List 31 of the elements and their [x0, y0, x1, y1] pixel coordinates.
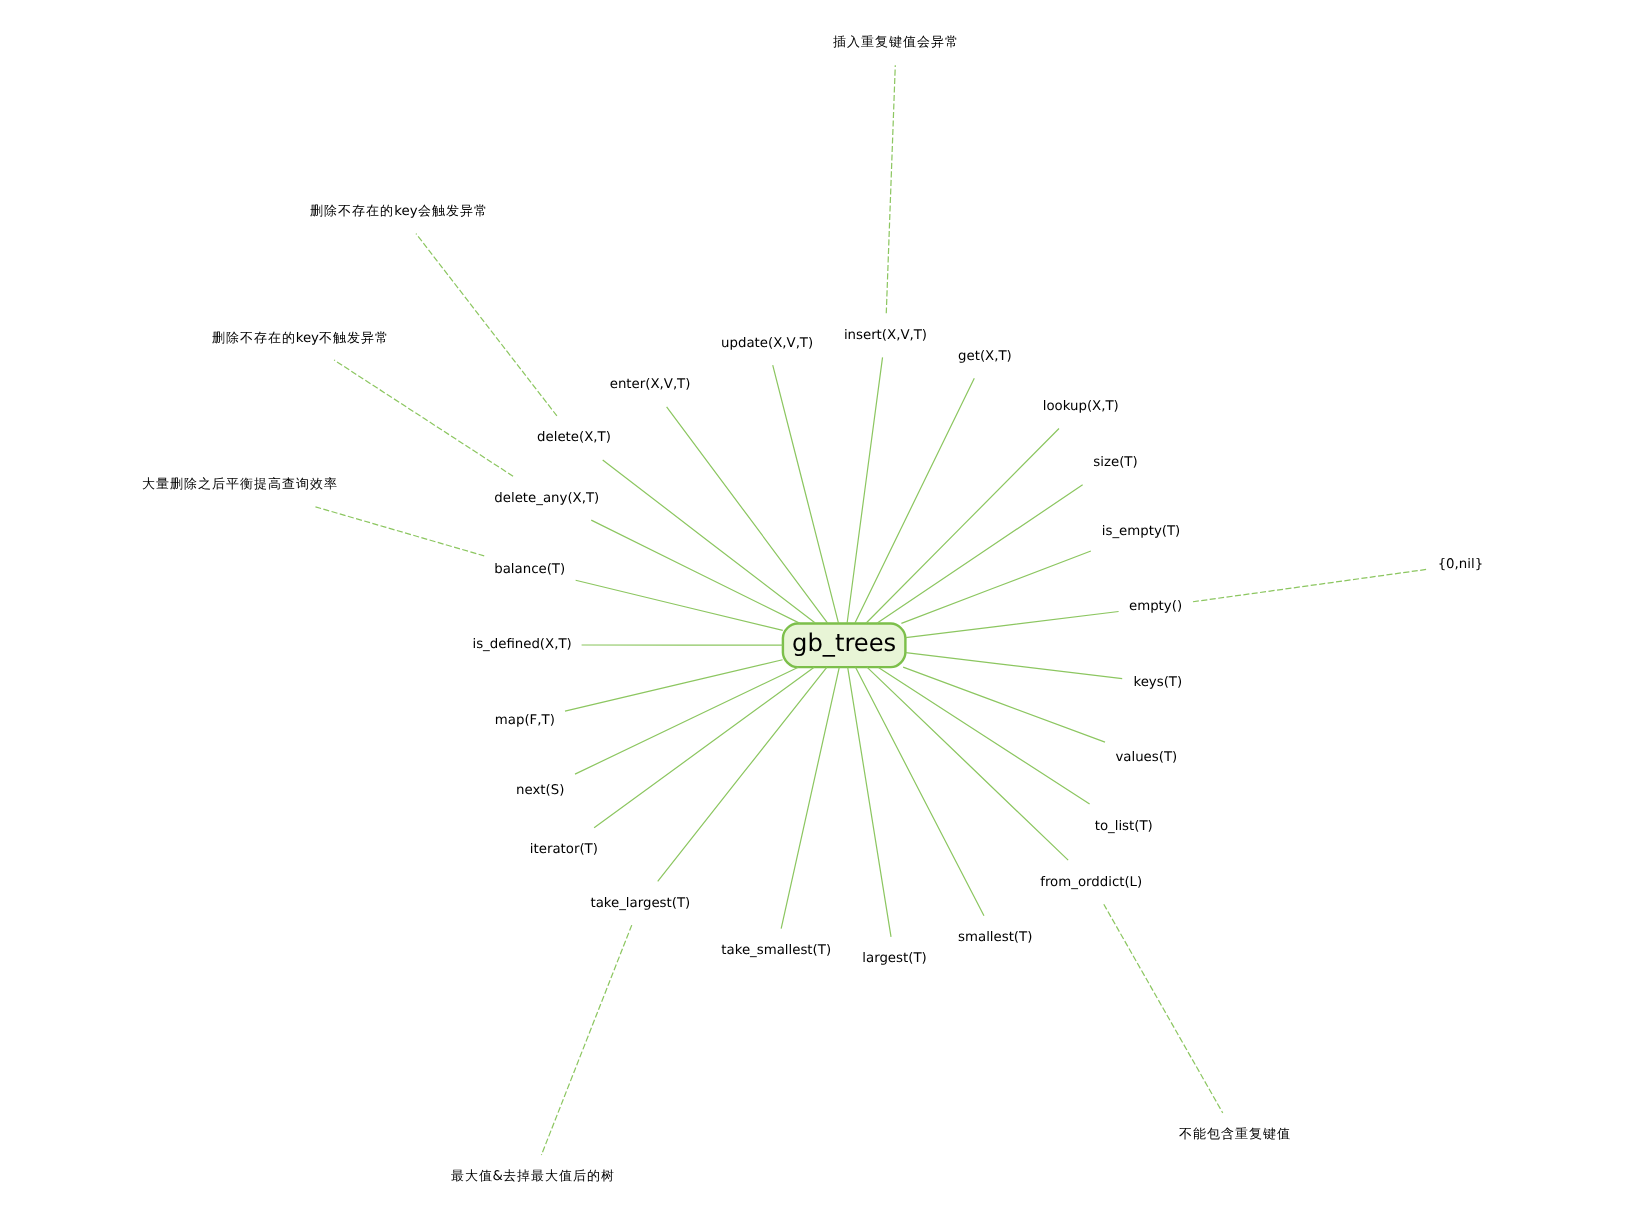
- connector: [564, 659, 784, 712]
- connector: [575, 579, 784, 632]
- connector: [905, 652, 1123, 680]
- connector: [905, 610, 1120, 639]
- connector: [1103, 903, 1224, 1114]
- connector: [854, 666, 985, 917]
- connector: [847, 666, 892, 938]
- connector: [1192, 568, 1428, 603]
- connector: [593, 666, 815, 829]
- connector: [866, 666, 1069, 861]
- connector: [885, 64, 896, 314]
- node-box: gb_trees: [781, 622, 907, 669]
- connector: [900, 550, 1092, 624]
- connector: [657, 666, 828, 882]
- connector: [780, 666, 840, 930]
- connector: [854, 377, 975, 624]
- connector: [415, 232, 558, 417]
- connector: [574, 666, 799, 775]
- connector: [581, 644, 784, 646]
- connector: [540, 924, 633, 1156]
- connector: [877, 666, 1091, 805]
- connector: [846, 356, 884, 624]
- connector: [772, 364, 840, 624]
- connector: [314, 506, 485, 557]
- connector: [333, 359, 514, 477]
- connector: [902, 666, 1106, 743]
- connector: [590, 519, 801, 624]
- connector: [865, 427, 1060, 624]
- connector: [876, 484, 1084, 624]
- connector: [602, 459, 816, 624]
- connector: [666, 406, 829, 624]
